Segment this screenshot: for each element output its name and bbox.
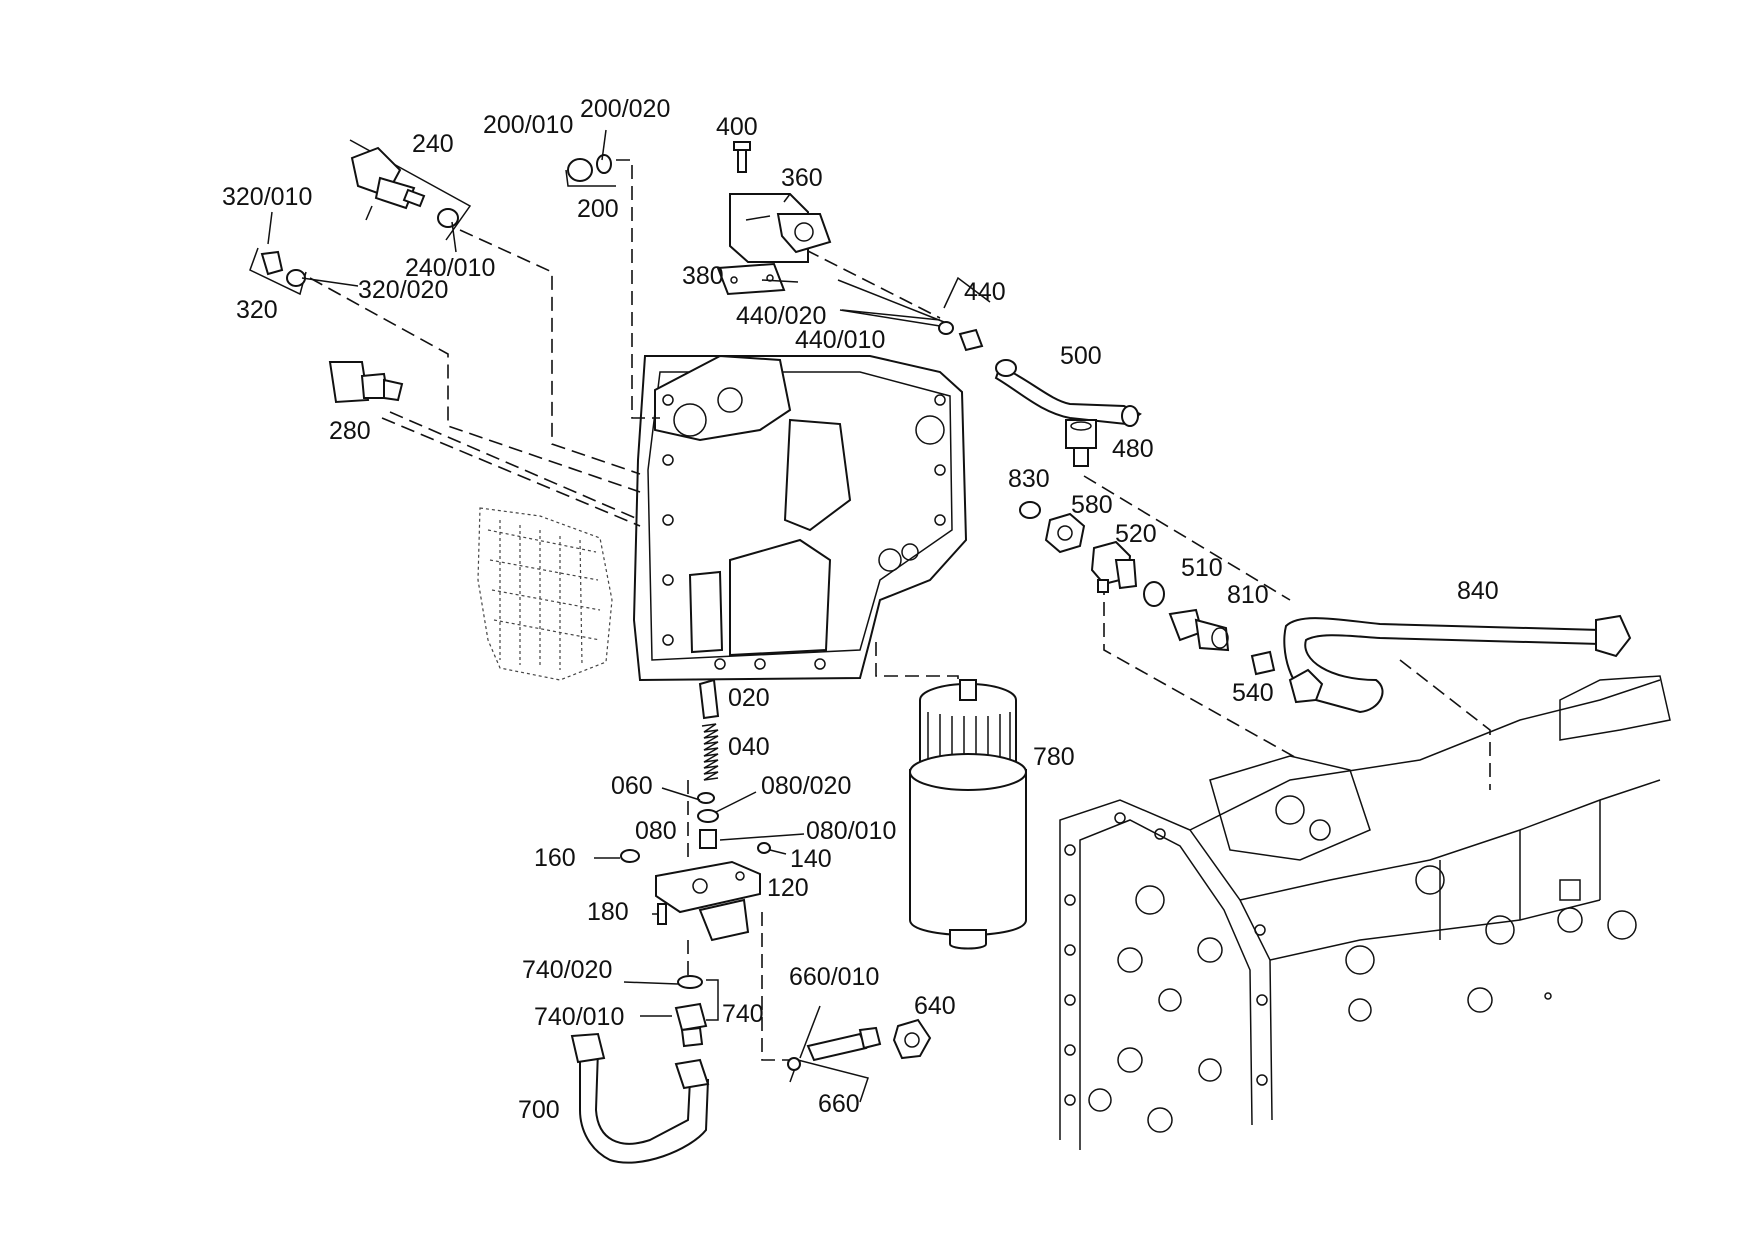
label-240: 240: [412, 130, 454, 158]
label-320-020: 320/020: [358, 276, 448, 304]
part-080-plug: [697, 809, 719, 849]
part-830-plug: [1019, 501, 1041, 519]
leader-lines: [267, 129, 945, 1059]
valve-block-sketch: [477, 507, 613, 681]
part-780-filter: [909, 679, 1027, 950]
label-020: 020: [728, 684, 770, 712]
label-640: 640: [914, 992, 956, 1020]
part-020-piston: [698, 678, 720, 720]
part-700-u-pipe: [570, 1032, 710, 1164]
part-580-nut: [1044, 512, 1086, 554]
part-160-oring: [620, 849, 640, 863]
part-280-solenoid: [328, 361, 404, 404]
part-660-pin: [787, 1026, 882, 1103]
label-520: 520: [1115, 520, 1157, 548]
label-080-020: 080/020: [761, 772, 851, 800]
part-140-oring: [757, 842, 771, 854]
part-360-valve: [729, 193, 832, 263]
label-580: 580: [1071, 491, 1113, 519]
part-380-gasket: [716, 262, 786, 296]
part-840-pipe: [1283, 614, 1632, 714]
label-660-010: 660/010: [789, 963, 879, 991]
label-080-010: 080/010: [806, 817, 896, 845]
label-700: 700: [518, 1096, 560, 1124]
housing-cover-plate: [632, 354, 968, 682]
label-280: 280: [329, 417, 371, 445]
part-060-washer: [697, 792, 715, 804]
label-200-010: 200/010: [483, 111, 573, 139]
label-740-010: 740/010: [534, 1003, 624, 1031]
callout-labels: 240 200/010 200/020 200 400 360 320/010 …: [222, 95, 1499, 1124]
part-200-plug: [565, 154, 616, 187]
label-120: 120: [767, 874, 809, 902]
label-320-010: 320/010: [222, 183, 312, 211]
label-380: 380: [682, 262, 724, 290]
label-160: 160: [534, 844, 576, 872]
label-200: 200: [577, 195, 619, 223]
transmission-housing: [1059, 675, 1671, 1150]
label-060: 060: [611, 772, 653, 800]
part-320-plug: [249, 247, 307, 296]
label-320: 320: [236, 296, 278, 324]
label-440-010: 440/010: [795, 326, 885, 354]
label-830: 830: [1008, 465, 1050, 493]
label-180: 180: [587, 898, 629, 926]
part-810-fitting: [1168, 608, 1230, 652]
label-480: 480: [1112, 435, 1154, 463]
part-640-plug: [892, 1018, 932, 1060]
part-120-flange: [655, 860, 761, 942]
part-740-adapter: [674, 975, 719, 1048]
label-840: 840: [1457, 577, 1499, 605]
part-510-washer: [1143, 581, 1165, 607]
part-500-pipe: [994, 359, 1142, 427]
label-780: 780: [1033, 743, 1075, 771]
label-400: 400: [716, 113, 758, 141]
label-360: 360: [781, 164, 823, 192]
label-240-010: 240/010: [405, 254, 495, 282]
part-520-fitting: [1090, 540, 1138, 593]
part-240-sensor: [349, 139, 472, 241]
label-440: 440: [964, 278, 1006, 306]
label-040: 040: [728, 733, 770, 761]
label-540: 540: [1232, 679, 1274, 707]
label-440-020: 440/020: [736, 302, 826, 330]
assembly-lines: [309, 159, 1491, 1061]
part-480-valve: [1065, 419, 1097, 467]
part-440-fitting: [938, 276, 991, 352]
label-140: 140: [790, 845, 832, 873]
part-180-screw: [657, 903, 667, 925]
label-660: 660: [818, 1090, 860, 1118]
label-740-020: 740/020: [522, 956, 612, 984]
label-740: 740: [722, 1000, 764, 1028]
label-200-020: 200/020: [580, 95, 670, 123]
label-500: 500: [1060, 342, 1102, 370]
label-510: 510: [1181, 554, 1223, 582]
label-810: 810: [1227, 581, 1269, 609]
part-040-spring: [701, 723, 719, 781]
part-400-bolt: [733, 141, 751, 173]
label-080: 080: [635, 817, 677, 845]
part-540-nipple: [1250, 650, 1276, 676]
